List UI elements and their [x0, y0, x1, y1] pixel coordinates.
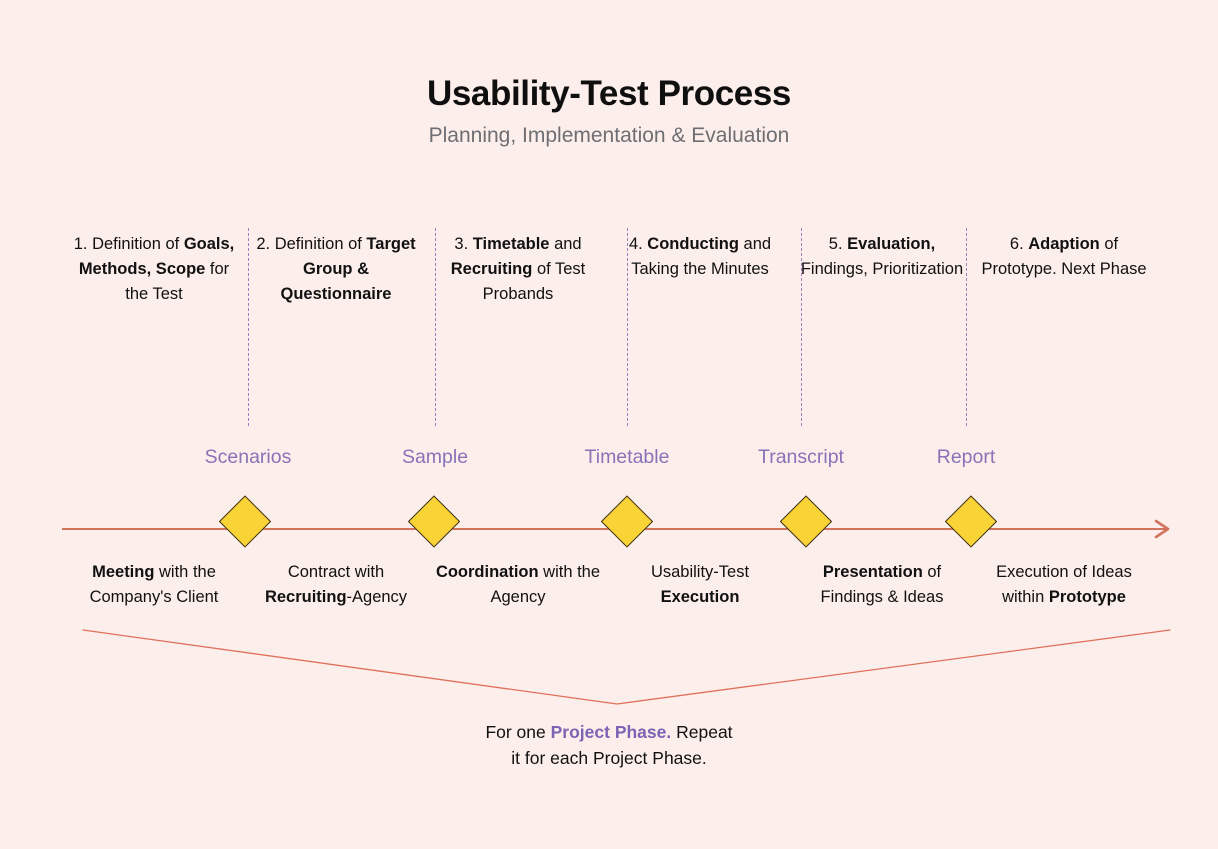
deliverable-label-2: Sample — [401, 446, 469, 468]
milestone-diamond-2 — [407, 495, 461, 548]
phase-label-6: 6. Adaption of Prototype. Next Phase — [973, 232, 1155, 307]
phase-divider-3 — [627, 228, 628, 426]
deliverable-label-4: Transcript — [758, 446, 844, 468]
activity-2-segment-2: -Agency — [346, 588, 408, 606]
phase-label-4: 4. Conducting and Taking the Minutes — [609, 232, 791, 307]
arrow-head-icon — [1154, 519, 1170, 539]
footer-text-post: Repeat — [671, 722, 733, 742]
milestone-diamond-5 — [944, 495, 998, 548]
activity-label-3: Coordination with the Agency — [427, 560, 609, 610]
phase-1-segment-1: Goals, Methods, Scope — [78, 235, 235, 278]
phase-3-segment-2: and — [554, 235, 582, 253]
page-title: Usability-Test Process — [426, 74, 792, 113]
phase-5-segment-0: 5. — [828, 235, 848, 253]
phase-5-segment-2: Findings, Prioritization — [800, 260, 964, 278]
phase-5-segment-1: Evaluation, — [847, 235, 936, 253]
milestone-diamond-3 — [600, 495, 654, 548]
phase-3-segment-1: Timetable — [472, 235, 555, 253]
activity-5-segment-1: of Findings & Ideas — [820, 563, 944, 606]
activity-3-segment-1: with the Agency — [490, 563, 601, 606]
milestone-diamond-1 — [218, 495, 272, 548]
phase-divider-4 — [801, 228, 802, 426]
activity-1-segment-1: with the Company's Client — [89, 563, 219, 606]
activity-5-segment-0: Presentation — [822, 563, 928, 581]
phase-6-segment-1: Adaption — [1028, 235, 1105, 253]
activity-6-segment-0: Execution of Ideas within — [996, 563, 1132, 606]
phase-4-segment-2: and Taking the Minutes — [631, 235, 772, 278]
phase-1-segment-0: 1. Definition of — [73, 235, 184, 253]
phase-6-segment-0: 6. — [1009, 235, 1029, 253]
phase-3-segment-3: Recruiting — [450, 260, 537, 278]
phase-divider-1 — [248, 228, 249, 426]
phase-6-segment-2: of Prototype. Next Phase — [981, 235, 1147, 278]
deliverable-label-3: Timetable — [584, 446, 670, 468]
phase-label-5: 5. Evaluation, Findings, Prioritization — [791, 232, 973, 307]
activity-label-1: Meeting with the Company's Client — [63, 560, 245, 610]
deliverable-label-5: Report — [936, 446, 996, 468]
activity-2-segment-0: Contract with — [287, 563, 385, 581]
phase-1-segment-2: for the Test — [125, 260, 230, 303]
deliverable-label-1: Scenarios — [204, 446, 292, 468]
activity-label-4: Usability-Test Execution — [609, 560, 791, 610]
phase-4-segment-0: 4. — [628, 235, 648, 253]
footer-text-pre: For one — [485, 722, 551, 742]
phase-divider-5 — [966, 228, 967, 426]
phase-label-1: 1. Definition of Goals, Methods, Scope f… — [63, 232, 245, 307]
activity-label-5: Presentation of Findings & Ideas — [791, 560, 973, 610]
activity-6-segment-1: Prototype — [1048, 588, 1126, 606]
phase-4-segment-1: Conducting — [647, 235, 744, 253]
activity-label-6: Execution of Ideas within Prototype — [973, 560, 1155, 610]
phase-bracket — [82, 629, 1171, 705]
phase-label-3: 3. Timetable and Recruiting of Test Prob… — [427, 232, 609, 307]
activity-label-2: Contract with Recruiting-Agency — [245, 560, 427, 610]
footer-line-1: For one Project Phase. Repeat — [0, 719, 1218, 745]
activity-3-segment-0: Coordination — [435, 563, 544, 581]
activity-1-segment-0: Meeting — [92, 563, 160, 581]
page-subtitle: Planning, Implementation & Evaluation — [428, 124, 790, 148]
footer-caption: For one Project Phase. Repeat it for eac… — [0, 719, 1218, 771]
phase-label-row: 1. Definition of Goals, Methods, Scope f… — [63, 232, 1155, 307]
phase-3-segment-0: 3. — [454, 235, 473, 253]
header: Usability-Test Process Planning, Impleme… — [0, 74, 1218, 148]
phase-divider-2 — [435, 228, 436, 426]
phase-2-segment-0: 2. Definition of — [256, 235, 367, 253]
activity-2-segment-1: Recruiting — [264, 588, 347, 606]
phase-3-segment-4: of Test Probands — [482, 260, 586, 303]
activity-4-segment-1: Execution — [660, 588, 740, 606]
milestone-diamond-4 — [779, 495, 833, 548]
phase-label-2: 2. Definition of Target Group & Question… — [245, 232, 427, 307]
activity-4-segment-0: Usability-Test — [650, 563, 750, 581]
footer-line-2: it for each Project Phase. — [511, 748, 707, 768]
footer-accent-text: Project Phase. — [550, 722, 672, 742]
phase-2-segment-1: Target Group & Questionnaire — [280, 235, 416, 303]
